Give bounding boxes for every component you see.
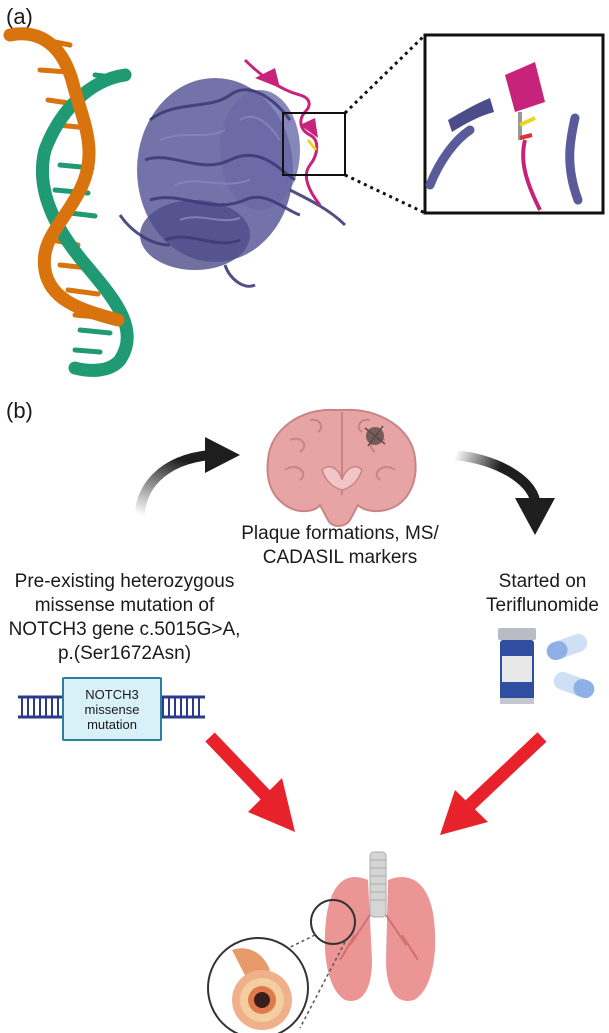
zoom-leader-bottom [344, 173, 426, 215]
pill-bottle-icon [498, 628, 536, 704]
mutation-text: Pre-existing heterozygous missense mutat… [2, 570, 247, 666]
notch-box-line: NOTCH3 [85, 686, 139, 702]
mutation-text-line: Pre-existing heterozygous [14, 571, 235, 592]
teriflunomide-line2: Teriflunomide [486, 595, 599, 616]
plaque-text-line2: CADASIL markers [262, 547, 418, 568]
dna-strand-icon [18, 695, 205, 719]
arrowhead-right [515, 498, 555, 535]
panel-b-label: (b) [6, 398, 33, 423]
mutation-text-line: p.(Ser1672Asn) [57, 643, 192, 664]
zoom-leader-top [343, 33, 427, 115]
notch3-mutation-box: NOTCH3 missense mutation [62, 677, 162, 741]
notch-box-line: missense [84, 701, 140, 717]
capsule-icons [546, 633, 595, 699]
lungs-illustration [324, 851, 436, 1001]
arrowhead-left [205, 437, 240, 473]
plaque-text-line1: Plaque formations, MS/ [241, 523, 439, 544]
notch-box-line: mutation [87, 716, 137, 732]
teriflunomide-line1: Started on [498, 571, 587, 592]
curved-arrow-left [135, 450, 211, 516]
curved-arrow-right [454, 450, 540, 502]
zoom-region-box [282, 112, 346, 176]
mutation-text-line: NOTCH3 gene c.5015G>A, [8, 619, 241, 640]
teriflunomide-text: Started on Teriflunomide [480, 570, 605, 618]
airway-magnifier [207, 899, 356, 1033]
protein-structure [118, 78, 347, 288]
red-arrow-right [440, 732, 547, 835]
dna-double-helix [3, 27, 134, 377]
panel-a-label: (a) [6, 4, 33, 29]
plaque-text: Plaque formations, MS/ CADASIL markers [225, 522, 455, 570]
mutation-text-line: missense mutation of [34, 595, 215, 616]
red-arrow-left [205, 732, 295, 832]
magenta-peptide [243, 58, 322, 206]
brain-illustration [266, 408, 417, 527]
zoom-inset [423, 33, 605, 215]
